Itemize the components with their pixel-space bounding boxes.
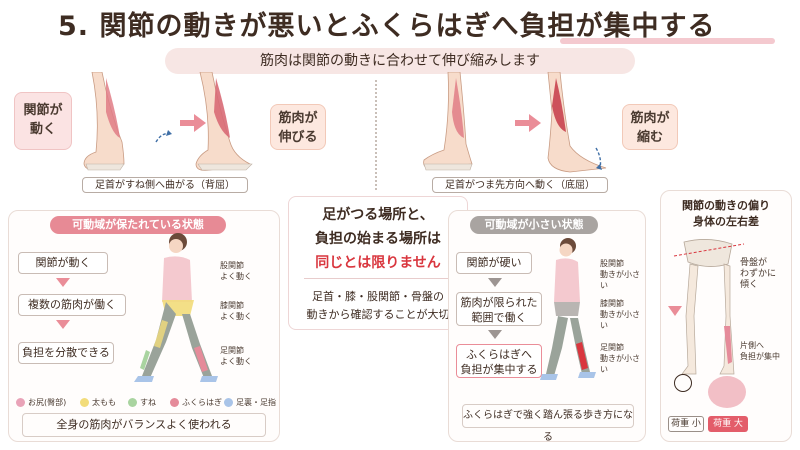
down-arrow-icon [56, 278, 70, 287]
muscle-shrinks-box: 筋肉が 縮む [622, 104, 678, 150]
flow-limited-muscles: 筋肉が限られた 範囲で働く [456, 292, 542, 326]
muscle-stretches-box: 筋肉が 伸びる [270, 104, 326, 150]
good-range-pill: 可動域が保たれている状態 [50, 216, 226, 234]
one-side-load-note: 片側へ 負担が集中 [740, 341, 780, 361]
legend-calf: ふくらはぎ [182, 398, 222, 407]
center-line-4: 足首・膝・股関節・骨盤の [312, 290, 444, 303]
arrow-right-icon [194, 114, 206, 132]
flow-stiff-joint: 関節が硬い [456, 252, 532, 274]
asymmetry-title: 関節の動きの偏り 身体の左右差 [682, 199, 770, 228]
left-panel-summary: 全身の筋肉がバランスよく使われる [22, 413, 266, 437]
center-message-card [288, 196, 468, 330]
knee-small-note: 膝関節 動きが小さい [600, 299, 640, 330]
skeleton-legs-illustration [673, 239, 745, 375]
legend-dot-shin [128, 398, 137, 407]
hip-small-note: 股関節 動きが小さい [600, 259, 640, 290]
legend-thigh: 太もも [92, 398, 116, 407]
center-line-2: 負担の始まる場所は [315, 231, 441, 247]
title-underline [560, 38, 775, 44]
joint-moves-box: 関節が 動く [14, 92, 72, 150]
down-arrow-icon [668, 306, 682, 316]
good-range-panel [8, 210, 280, 442]
legend-sole: 足裏・足指 [236, 398, 276, 407]
center-divider [304, 278, 452, 279]
flow-calf-overload: ふくらはぎへ 負担が集中する [456, 344, 542, 378]
center-line-1: 足がつる場所と、 [322, 207, 434, 223]
stiff-walking-woman-illustration [540, 238, 596, 380]
legend-dot-calf [170, 398, 179, 407]
small-load-circle [674, 374, 692, 392]
center-line-3-emphasis: 同じとは限りません [315, 255, 441, 271]
legend-hip: お尻(臀部) [28, 398, 67, 407]
legend-shin: すね [140, 398, 156, 407]
arrow-right-shaft-2 [515, 120, 529, 126]
pelvis-tilt-note: 骨盤が わずかに 傾く [740, 258, 777, 290]
ankle-small-note: 足関節 動きが小さい [600, 343, 640, 374]
arrow-right-icon [529, 114, 541, 132]
down-arrow-icon [488, 278, 502, 287]
large-load-circle [708, 376, 746, 408]
down-arrow-icon [56, 320, 70, 329]
load-large-label: 荷重 大 [708, 416, 748, 432]
small-range-pill: 可動域が小さい状態 [470, 216, 598, 234]
flow-joint-moves: 関節が動く [18, 252, 108, 274]
legend-dot-hip [16, 398, 25, 407]
small-range-panel [448, 210, 646, 442]
ankle-note: 足関節 よく動く [220, 346, 252, 366]
dorsiflexion-caption: 足首がすね側へ曲がる（背屈） [82, 177, 248, 193]
flow-multiple-muscles: 複数の筋肉が働く [18, 294, 126, 316]
dorsiflexion-legs-illustration [83, 72, 253, 171]
flow-distribute-load: 負担を分散できる [18, 342, 114, 364]
plantarflexion-caption: 足首がつま先方向へ動く（底屈） [432, 177, 608, 193]
hip-note: 股関節 よく動く [220, 261, 252, 281]
walking-woman-illustration [134, 233, 218, 382]
plantarflexion-legs-illustration [423, 72, 607, 173]
down-arrow-icon [488, 330, 502, 339]
page-title: 5. 関節の動きが悪いとふくらはぎへ負担が集中する [58, 11, 716, 42]
center-line-5: 動きから確認することが大切 [306, 308, 450, 321]
knee-note: 膝関節 よく動く [220, 301, 252, 321]
load-small-label: 荷重 小 [668, 416, 704, 432]
subtitle-banner: 筋肉は関節の動きに合わせて伸び縮みします [165, 48, 635, 74]
section-divider [375, 80, 377, 190]
legend-dot-thigh [80, 398, 89, 407]
legend-dot-sole [224, 398, 233, 407]
mid-panel-summary: ふくらはぎで強く踏ん張る歩き方になる [462, 404, 634, 443]
arrow-right-shaft-1 [180, 120, 194, 126]
